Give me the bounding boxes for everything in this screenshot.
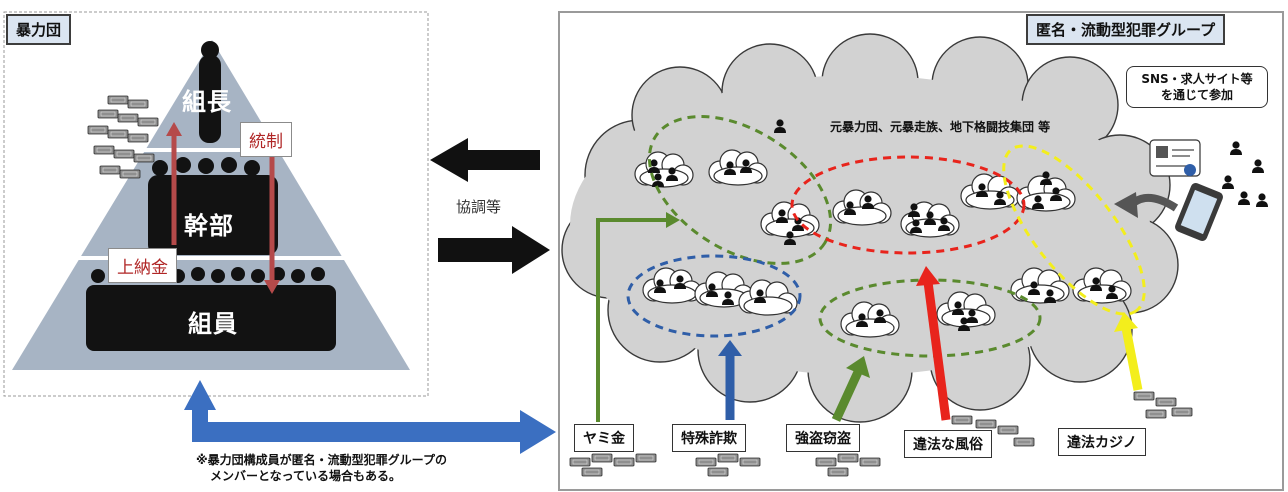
cooperation-arrows bbox=[430, 138, 550, 274]
payment-arrow bbox=[166, 122, 182, 245]
tier-executive-label: 幹部 bbox=[184, 212, 234, 240]
tier-member-label: 組員 bbox=[188, 310, 238, 338]
control-arrow bbox=[264, 140, 280, 294]
smartphone-icon bbox=[1175, 183, 1223, 241]
control-label: 統制 bbox=[240, 122, 292, 157]
casino-arrow bbox=[1114, 312, 1143, 391]
footnote-line-1: ※暴力団構成員が匿名・流動型犯罪グループの bbox=[196, 453, 447, 467]
cooperation-label: 協調等 bbox=[456, 198, 502, 216]
tier-boss-label: 組長 bbox=[182, 88, 232, 116]
sns-note: SNS・求人サイト等 を通じて参加 bbox=[1126, 66, 1268, 108]
goto-arrow bbox=[831, 356, 870, 422]
sns-bubble-icon bbox=[1149, 139, 1201, 177]
silhouettes bbox=[86, 41, 336, 351]
sns-note-line-2: を通じて参加 bbox=[1160, 88, 1233, 102]
yamikin-group-ellipse bbox=[647, 115, 833, 265]
footnote-line-2: メンバーとなっている場合もある。 bbox=[210, 469, 402, 483]
footnote: ※暴力団構成員が匿名・流動型犯罪グループの メンバーとなっている場合もある。 bbox=[196, 452, 526, 484]
membership-double-arrow bbox=[184, 380, 556, 454]
yamikin-arrow bbox=[596, 212, 680, 422]
payment-label: 上納金 bbox=[108, 248, 177, 283]
category-goto-settou: 強盗窃盗 bbox=[786, 424, 860, 452]
tokushu-arrow bbox=[718, 340, 742, 420]
fuzoku-group-ellipse bbox=[790, 155, 1026, 255]
tokushu-group-ellipse bbox=[626, 254, 802, 338]
category-yamikin: ヤミ金 bbox=[574, 424, 634, 452]
cloud-caption: 元暴力団、元暴走族、地下格闘技集団 等 bbox=[830, 120, 1051, 134]
sns-note-line-1: SNS・求人サイト等 bbox=[1141, 72, 1253, 86]
join-arrow bbox=[1114, 192, 1179, 218]
category-tokushu-sagi: 特殊詐欺 bbox=[672, 424, 746, 452]
criminal-group-panel-title: 匿名・流動型犯罪グループ bbox=[1026, 14, 1226, 45]
yakuza-panel-title: 暴力団 bbox=[6, 14, 72, 45]
category-ihou-fuzoku: 違法な風俗 bbox=[904, 430, 992, 458]
fuzoku-arrow bbox=[916, 266, 951, 421]
casino-group-ellipse bbox=[1002, 144, 1146, 316]
category-ihou-casino: 違法カジノ bbox=[1058, 428, 1146, 456]
